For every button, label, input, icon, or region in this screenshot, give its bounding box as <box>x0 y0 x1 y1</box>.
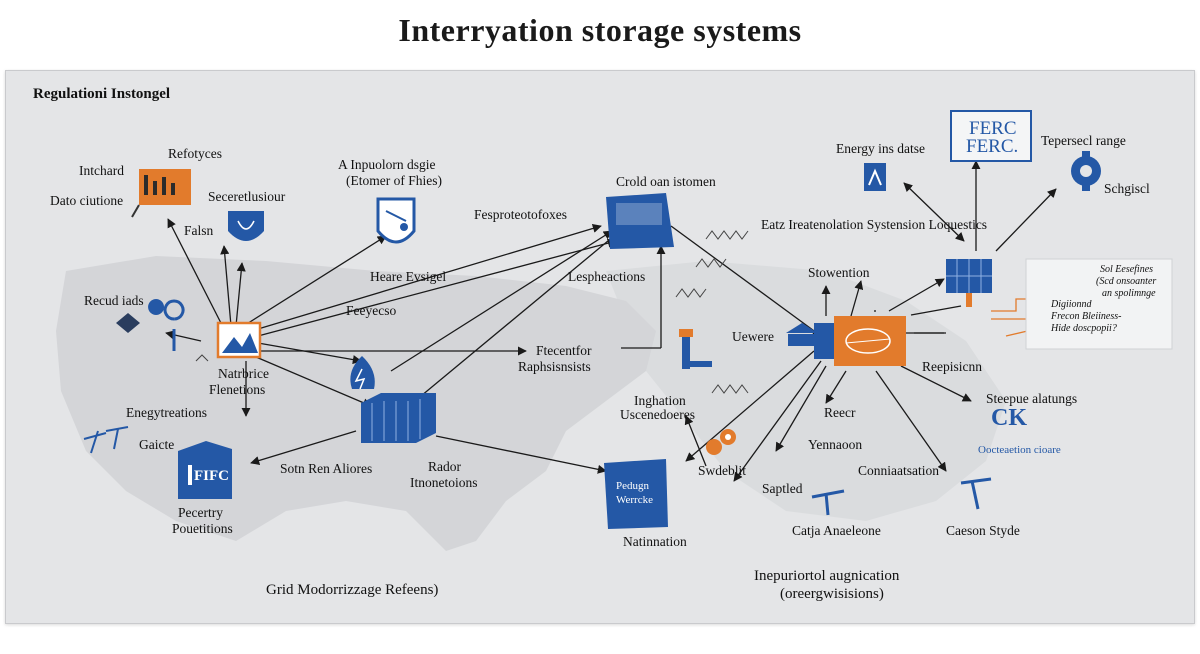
label-caeson: Caeson Styde <box>946 523 1020 538</box>
label-crold: Crold oan istomen <box>616 174 716 189</box>
page-title: Interryation storage systems <box>398 12 802 48</box>
label-dato-ciutione: Dato ciutione <box>50 193 124 208</box>
label-heare: Heare Evsigel <box>370 269 447 284</box>
label-rador: Rador <box>428 459 461 474</box>
label-falsn: Falsn <box>184 223 214 238</box>
note-4: Digiionnd <box>1051 299 1092 310</box>
ferc-frame-icon <box>950 110 1032 162</box>
label-tepersecl: Tepersecl range <box>1041 133 1126 148</box>
note-3: an spolimnge <box>1102 288 1156 299</box>
note-1: Sol Eesefines <box>1100 264 1154 275</box>
shield-icon <box>228 211 264 241</box>
label-ftecentfor: Ftecentfor <box>536 343 592 358</box>
label-saptled: Saptled <box>762 481 803 496</box>
label-lespheactions: Lespheactions <box>568 269 646 284</box>
label-raphsisnsists: Raphsisnsists <box>518 359 591 374</box>
label-enegytreations: Enegytreations <box>126 405 207 420</box>
ferc-box-text: FIFC <box>194 468 229 484</box>
label-ferc-top: FERC <box>969 118 1017 139</box>
energy-box-icon <box>864 163 886 191</box>
center-box-text-2: Werrcke <box>616 494 653 506</box>
label-itnonetoions: Itnonetoions <box>410 475 478 490</box>
ferc-display-icon <box>606 193 674 249</box>
label-refotyces: Refotyces <box>168 146 222 161</box>
tool-icon <box>811 489 845 516</box>
label-inghation: Inghation <box>634 393 686 408</box>
label-fesproteotofoxes: Fesproteotofoxes <box>474 207 567 222</box>
label-intchard: Intchard <box>79 163 124 178</box>
diagram-panel: Regulationi Instongel Refotyces Intchard… <box>5 70 1195 624</box>
label-grid-modorrizzage: Grid Modorrizzage Refeens) <box>266 582 439 598</box>
label-recud: Recud iads <box>84 293 144 308</box>
orange-ring-icon <box>706 429 736 455</box>
label-natinnation: Natinnation <box>623 534 687 549</box>
label-energy-datse: Energy ins datse <box>836 141 925 156</box>
solar-panel-icon <box>946 259 992 307</box>
note-2: (Scd onsoanter <box>1096 276 1157 287</box>
diagram-canvas <box>56 110 1173 551</box>
wind-turbines-icon <box>83 426 129 454</box>
label-yennaoon: Yennaoon <box>808 437 863 452</box>
label-inpuolorn: A Inpuolorn dsgie <box>338 157 436 172</box>
gear-icon <box>1071 151 1101 191</box>
notes-panel <box>1025 258 1173 350</box>
label-steepue: Steepue alatungs <box>986 391 1078 406</box>
mountain-board-icon <box>216 321 262 359</box>
sketch-marks <box>195 230 749 394</box>
ferc-building-icon <box>178 441 232 499</box>
label-catja: Catja Anaeleone <box>792 523 881 538</box>
pedestal-icon <box>679 329 712 369</box>
label-eatz: Eatz Ireatenolation Systension Loquestic… <box>761 217 988 232</box>
label-pouetitions: Pouetitions <box>172 521 233 536</box>
hub-building-icon <box>786 323 818 346</box>
pylon-icon <box>960 477 992 510</box>
label-oreergwisisions: (oreergwisisions) <box>780 586 884 602</box>
label-reecr: Reecr <box>824 405 856 420</box>
label-reepisicnn: Reepisicnn <box>922 359 982 374</box>
label-sotn: Sotn Ren Aliores <box>280 461 373 476</box>
label-ck: CK <box>991 405 1027 431</box>
label-conniaatsation: Conniaatsation <box>858 463 939 478</box>
label-uewere: Uewere <box>732 329 774 344</box>
label-schgiscl: Schgiscl <box>1104 181 1150 196</box>
label-pecertry: Pecertry <box>178 505 223 520</box>
label-etomer: (Etomer of Fhies) <box>346 173 442 188</box>
label-inepuriortol: Inepuriortol augnication <box>754 568 900 584</box>
lightning-drop-icon <box>350 356 375 390</box>
center-box-icon <box>604 459 668 529</box>
note-5: Frecon Bleiiness- <box>1051 311 1122 322</box>
label-oocteaetion: Oocteaetion cioare <box>978 444 1061 456</box>
cube-icon <box>116 299 185 351</box>
chart-board-icon <box>131 169 191 218</box>
label-flenetions: Flenetions <box>209 382 266 397</box>
panel-heading: Regulationi Instongel <box>33 86 171 102</box>
label-swdeblit: Swdeblit <box>698 463 747 478</box>
label-natrbrice: Natrbrice <box>218 366 269 381</box>
label-gaicte: Gaicte <box>139 437 175 452</box>
note-6: Hide doscpopii? <box>1051 323 1117 334</box>
badge-shield-icon <box>376 197 416 244</box>
label-seceretlusiour: Seceretlusiour <box>208 189 286 204</box>
battery-rack-icon <box>361 393 436 443</box>
hub-orange-box-icon <box>814 316 906 366</box>
label-feeyecso: Feeyecso <box>346 303 397 318</box>
label-stowention: Stowention <box>808 265 870 280</box>
center-box-text-1: Pedugn <box>616 480 649 492</box>
label-ferc-bottom: FERC. <box>966 136 1019 157</box>
label-uscenedoeres: Uscenedoeres <box>620 407 695 422</box>
